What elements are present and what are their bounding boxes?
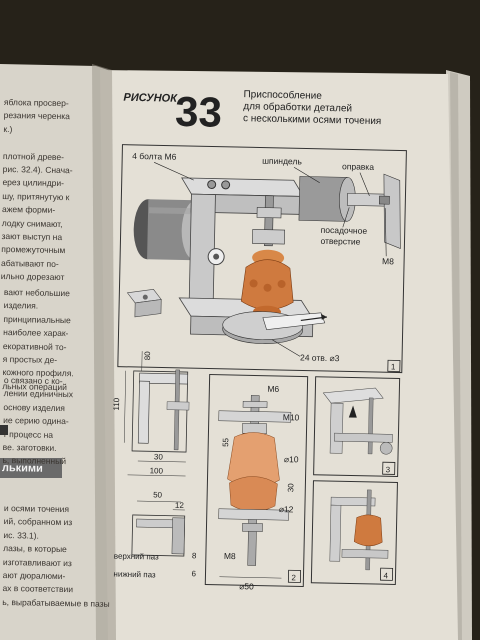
nut xyxy=(252,229,286,245)
label-top-slot: верхний паз xyxy=(114,552,159,562)
side-view-bottom xyxy=(131,500,186,557)
label-thread-m8: M8 xyxy=(382,256,394,266)
label-d12: ⌀12 xyxy=(279,504,294,514)
dim-12: 12 xyxy=(175,501,185,510)
label-spindle: шпиндель xyxy=(262,156,302,167)
panel-1-number: 1 xyxy=(391,362,396,371)
label-bottom-slot: нижний паз xyxy=(113,570,156,580)
figure-label: РИСУНОК xyxy=(123,92,178,105)
left-heading-bar xyxy=(0,458,62,478)
label-d50: ⌀50 xyxy=(239,581,254,591)
figure-number: 33 xyxy=(175,88,223,136)
label-m8: M8 xyxy=(224,551,236,561)
label-hole-1: посадочное xyxy=(321,225,368,236)
label-hole-2: отверстие xyxy=(320,236,360,247)
dim-50: 50 xyxy=(153,490,163,499)
panel-4-drawing xyxy=(329,489,389,571)
panel-2-frame xyxy=(204,374,309,588)
label-mandrel: оправка xyxy=(342,161,374,172)
dim-6: 6 xyxy=(191,569,196,578)
panel-2-number: 2 xyxy=(291,573,296,582)
gutter-shadow xyxy=(92,64,116,640)
dim-8: 8 xyxy=(192,551,197,560)
label-m10: M10 xyxy=(283,412,300,422)
nut xyxy=(256,207,282,219)
dim-55: 55 xyxy=(221,437,230,447)
dim-100: 100 xyxy=(150,466,164,475)
spindle-inset xyxy=(298,173,401,249)
panel-3-frame xyxy=(313,376,401,477)
side-view-top xyxy=(123,351,190,477)
panel-4-frame xyxy=(310,480,398,585)
figure-title-line: Приспособление xyxy=(243,88,322,102)
dim-30: 30 xyxy=(154,452,164,461)
label-bolts: 4 болта M6 xyxy=(132,151,177,162)
assembly-section xyxy=(218,395,292,579)
panel-3-drawing xyxy=(322,387,393,455)
label-d10: ⌀10 xyxy=(284,454,299,464)
figure-title-line: с несколькими осями точения xyxy=(243,113,381,127)
panel-3-number: 3 xyxy=(386,465,391,474)
label-holes-count: 24 отв. ⌀3 xyxy=(300,352,340,363)
label-m6: M6 xyxy=(267,384,279,394)
dim-30-p2: 30 xyxy=(286,483,295,493)
dim-110: 110 xyxy=(112,397,121,410)
left-page xyxy=(0,64,110,640)
panel-1-frame xyxy=(117,144,407,374)
panel-4-number: 4 xyxy=(383,571,388,580)
figure-title-line: для обработки деталей xyxy=(243,100,352,114)
dim-80: 80 xyxy=(143,351,152,361)
tool-rest xyxy=(262,312,326,331)
